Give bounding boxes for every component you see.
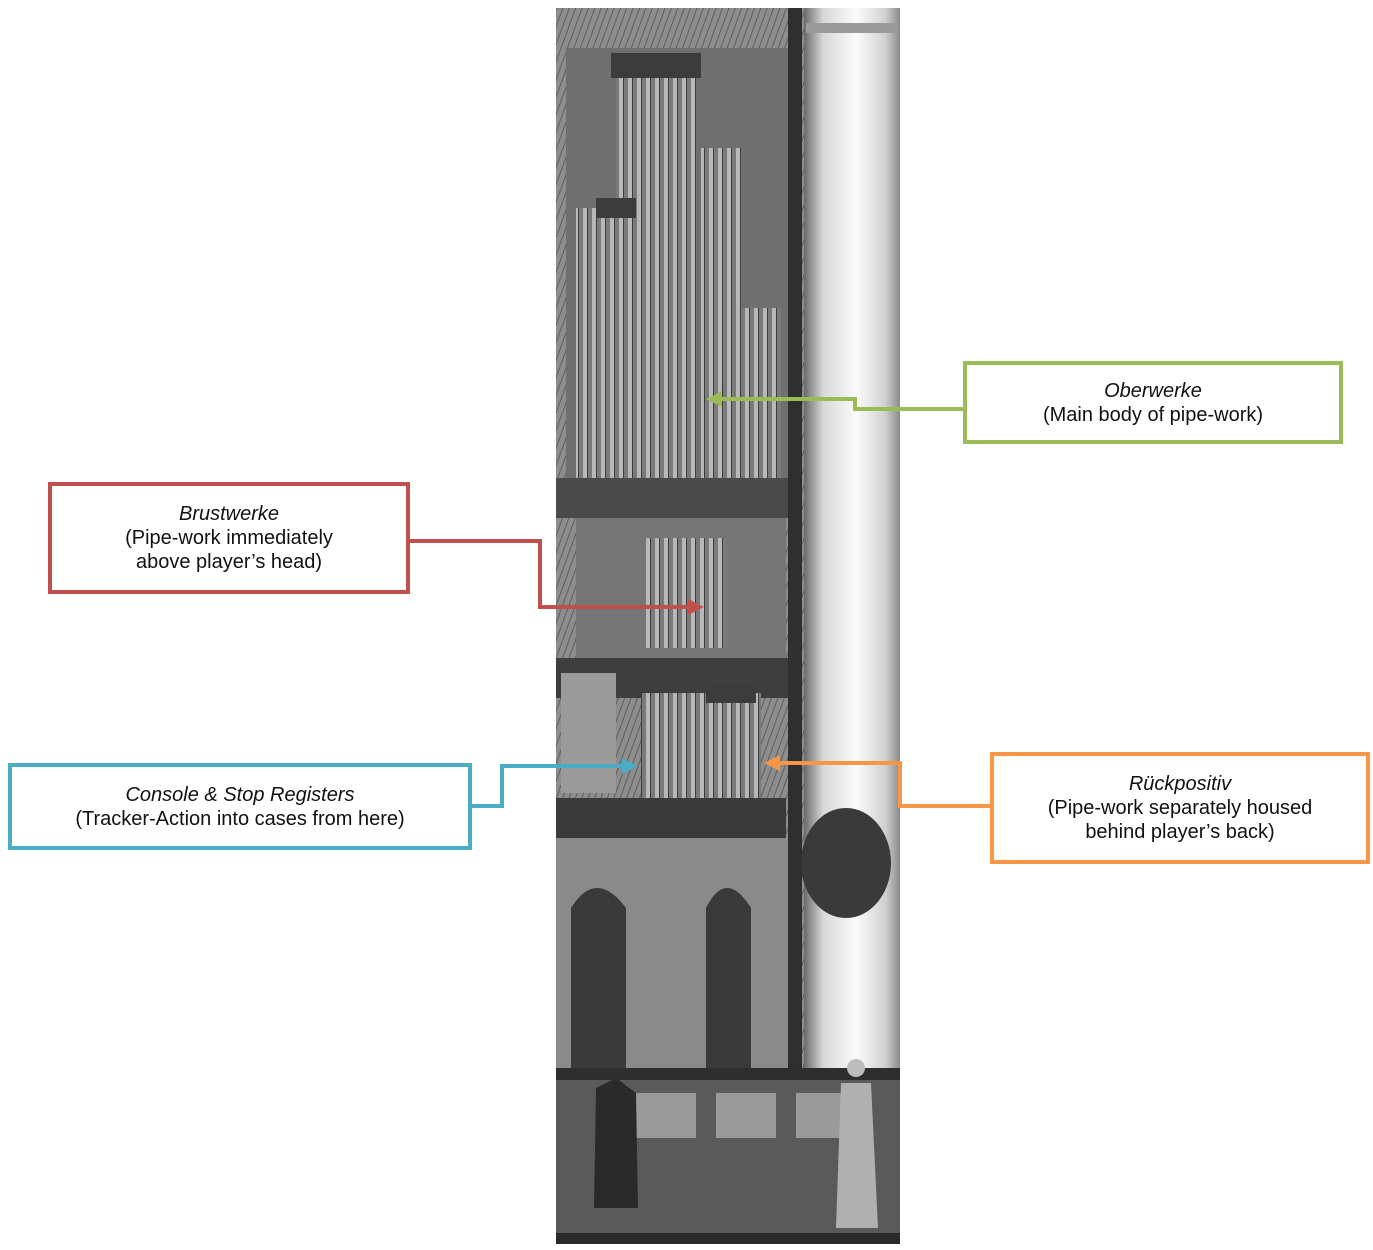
console-title: Console & Stop Registers bbox=[125, 783, 355, 806]
ruckpositiv-title: Rückpositiv bbox=[1128, 773, 1232, 795]
brustwerke-label-box: Brustwerke (Pipe-work immediately above … bbox=[48, 482, 410, 594]
ruckpositiv-description: (Pipe-work separately housed behind play… bbox=[1047, 797, 1313, 843]
brustwerke-description: (Pipe-work immediately above player’s he… bbox=[125, 527, 333, 573]
organ-engraving bbox=[556, 8, 900, 1244]
ruckpositiv-label-box: Rückpositiv (Pipe-work separately housed… bbox=[990, 752, 1370, 864]
brustwerke-title: Brustwerke bbox=[178, 503, 280, 525]
console-description: (Tracker-Action into cases from here) bbox=[75, 807, 405, 830]
oberwerke-description: (Main body of pipe-work) bbox=[1042, 403, 1264, 426]
oberwerke-label-box: Oberwerke (Main body of pipe-work) bbox=[963, 361, 1343, 444]
console-label-box: Console & Stop Registers (Tracker-Action… bbox=[8, 763, 472, 850]
oberwerke-title: Oberwerke bbox=[1104, 379, 1202, 402]
